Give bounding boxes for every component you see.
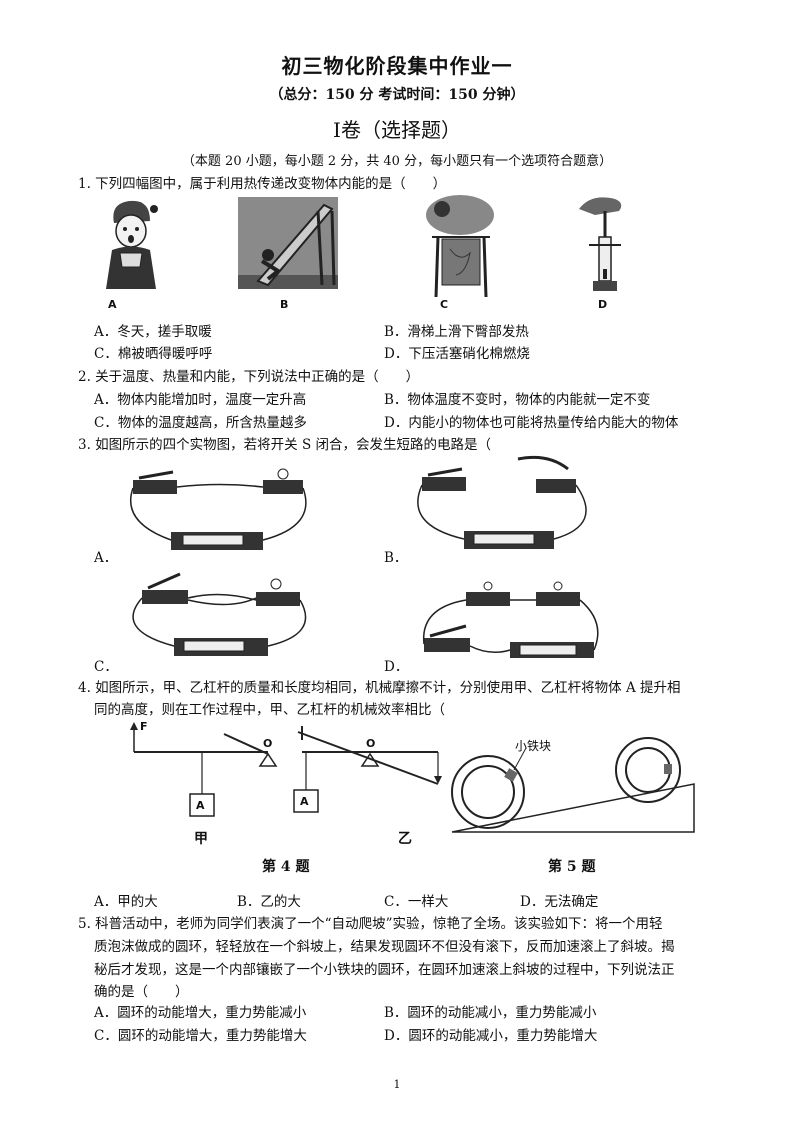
q3-label-d: D． (384, 659, 409, 675)
q1-label-b: B (280, 298, 289, 311)
q1-option-a: A．冬天，搓手取暖 (94, 324, 212, 340)
page-title: 初三物化阶段集中作业一 (281, 54, 513, 78)
q2-option-a: A．物体内能增加时，温度一定升高 (94, 392, 307, 408)
q5-option-c: C．圆环的动能增大，重力势能增大 (94, 1028, 307, 1044)
q4-lever-jia (130, 722, 278, 817)
q4-block-label-jia: A (196, 799, 205, 812)
q3-circuit-d (422, 581, 599, 658)
q5-stem-line4: 确的是（ ） (94, 984, 189, 1000)
q5-stem-line2: 质泡沫做成的圆环，轻轻放在一个斜坡上，结果发现圆环不但没有滚下，反而加速滚上了斜… (94, 939, 675, 955)
q3-circuit-b (417, 455, 587, 549)
q1-option-c: C．棉被晒得暖呼呼 (94, 346, 213, 362)
q3-circuit-a (129, 468, 307, 550)
q5-option-b: B．圆环的动能减小，重力势能减小 (384, 1005, 597, 1021)
q5-iron-block-label: 小铁块 (515, 739, 552, 753)
q1-stem: 1. 下列四幅图中，属于利用热传递改变物体内能的是（ ） (78, 176, 447, 192)
q2-stem: 2. 关于温度、热量和内能，下列说法中正确的是（ ） (78, 369, 420, 385)
section-title: Ⅰ卷（选择题） (333, 118, 461, 142)
q5-option-d: D．圆环的动能减小，重力势能增大 (384, 1028, 598, 1044)
q4-lever-yi (293, 726, 442, 813)
q5-stem-line3: 秘后才发现，这是一个内部镶嵌了一个小铁块的圆环，在圆环加速滚上斜坡的过程中，下列… (94, 962, 675, 978)
caption-q4: 第 4 题 (262, 859, 310, 875)
q5-option-a: A．圆环的动能增大，重力势能减小 (94, 1005, 307, 1021)
q3-label-a: A． (94, 550, 118, 566)
exam-info: （总分：150 分 考试时间：150 分钟） (269, 87, 525, 103)
q4-option-b: B．乙的大 (237, 894, 301, 910)
q4-option-a: A．甲的大 (94, 894, 158, 910)
q4-label-jia: 甲 (194, 831, 208, 847)
q1-option-b: B．滑梯上滑下臀部发热 (384, 324, 529, 340)
q4-stem-line2: 同的高度，则在工作过程中，甲、乙杠杆的机械效率相比（ (94, 702, 445, 718)
q4-label-yi: 乙 (398, 831, 412, 847)
q1-figure-c (426, 195, 494, 298)
q2-option-b: B．物体温度不变时，物体的内能就一定不变 (384, 392, 651, 408)
q4-stem-line1: 4. 如图所示，甲、乙杠杆的质量和长度均相同，机械摩擦不计，分别使用甲、乙杠杆将… (78, 680, 681, 696)
q1-label-d: D (598, 298, 608, 311)
q5-figure (451, 737, 695, 833)
q1-option-d: D．下压活塞硝化棉燃烧 (384, 346, 530, 362)
q4-option-d: D．无法确定 (520, 894, 599, 910)
q3-label-b: B． (384, 550, 408, 566)
page-number: 1 (393, 1078, 401, 1091)
q5-stem-line1: 5. 科普活动中，老师为同学们表演了一个“自动爬坡”实验，惊艳了全场。该实验如下… (78, 916, 663, 932)
section-note: （本题 20 小题，每小题 2 分，共 40 分，每小题只有一个选项符合题意） (181, 154, 613, 169)
q4-pivot-label-jia: O (263, 737, 273, 750)
q3-label-c: C． (94, 659, 118, 675)
q1-figure-a (106, 200, 158, 289)
q1-label-a: A (108, 298, 117, 311)
q4-option-c: C．一样大 (384, 894, 449, 910)
q1-label-c: C (440, 298, 449, 311)
q2-option-d: D．内能小的物体也可能将热量传给内能大的物体 (384, 415, 679, 431)
q3-circuit-c (132, 572, 307, 656)
caption-q5: 第 5 题 (548, 859, 596, 875)
q1-figure-b (238, 197, 338, 289)
q4-pivot-label-yi: O (366, 737, 376, 750)
q1-figure-d (579, 197, 622, 291)
q3-stem: 3. 如图所示的四个实物图，若将开关 S 闭合，会发生短路的电路是（ (78, 437, 492, 453)
q4-block-label-yi: A (300, 795, 309, 808)
q4-force-label: F (140, 720, 148, 733)
q2-option-c: C．物体的温度越高，所含热量越多 (94, 415, 307, 431)
